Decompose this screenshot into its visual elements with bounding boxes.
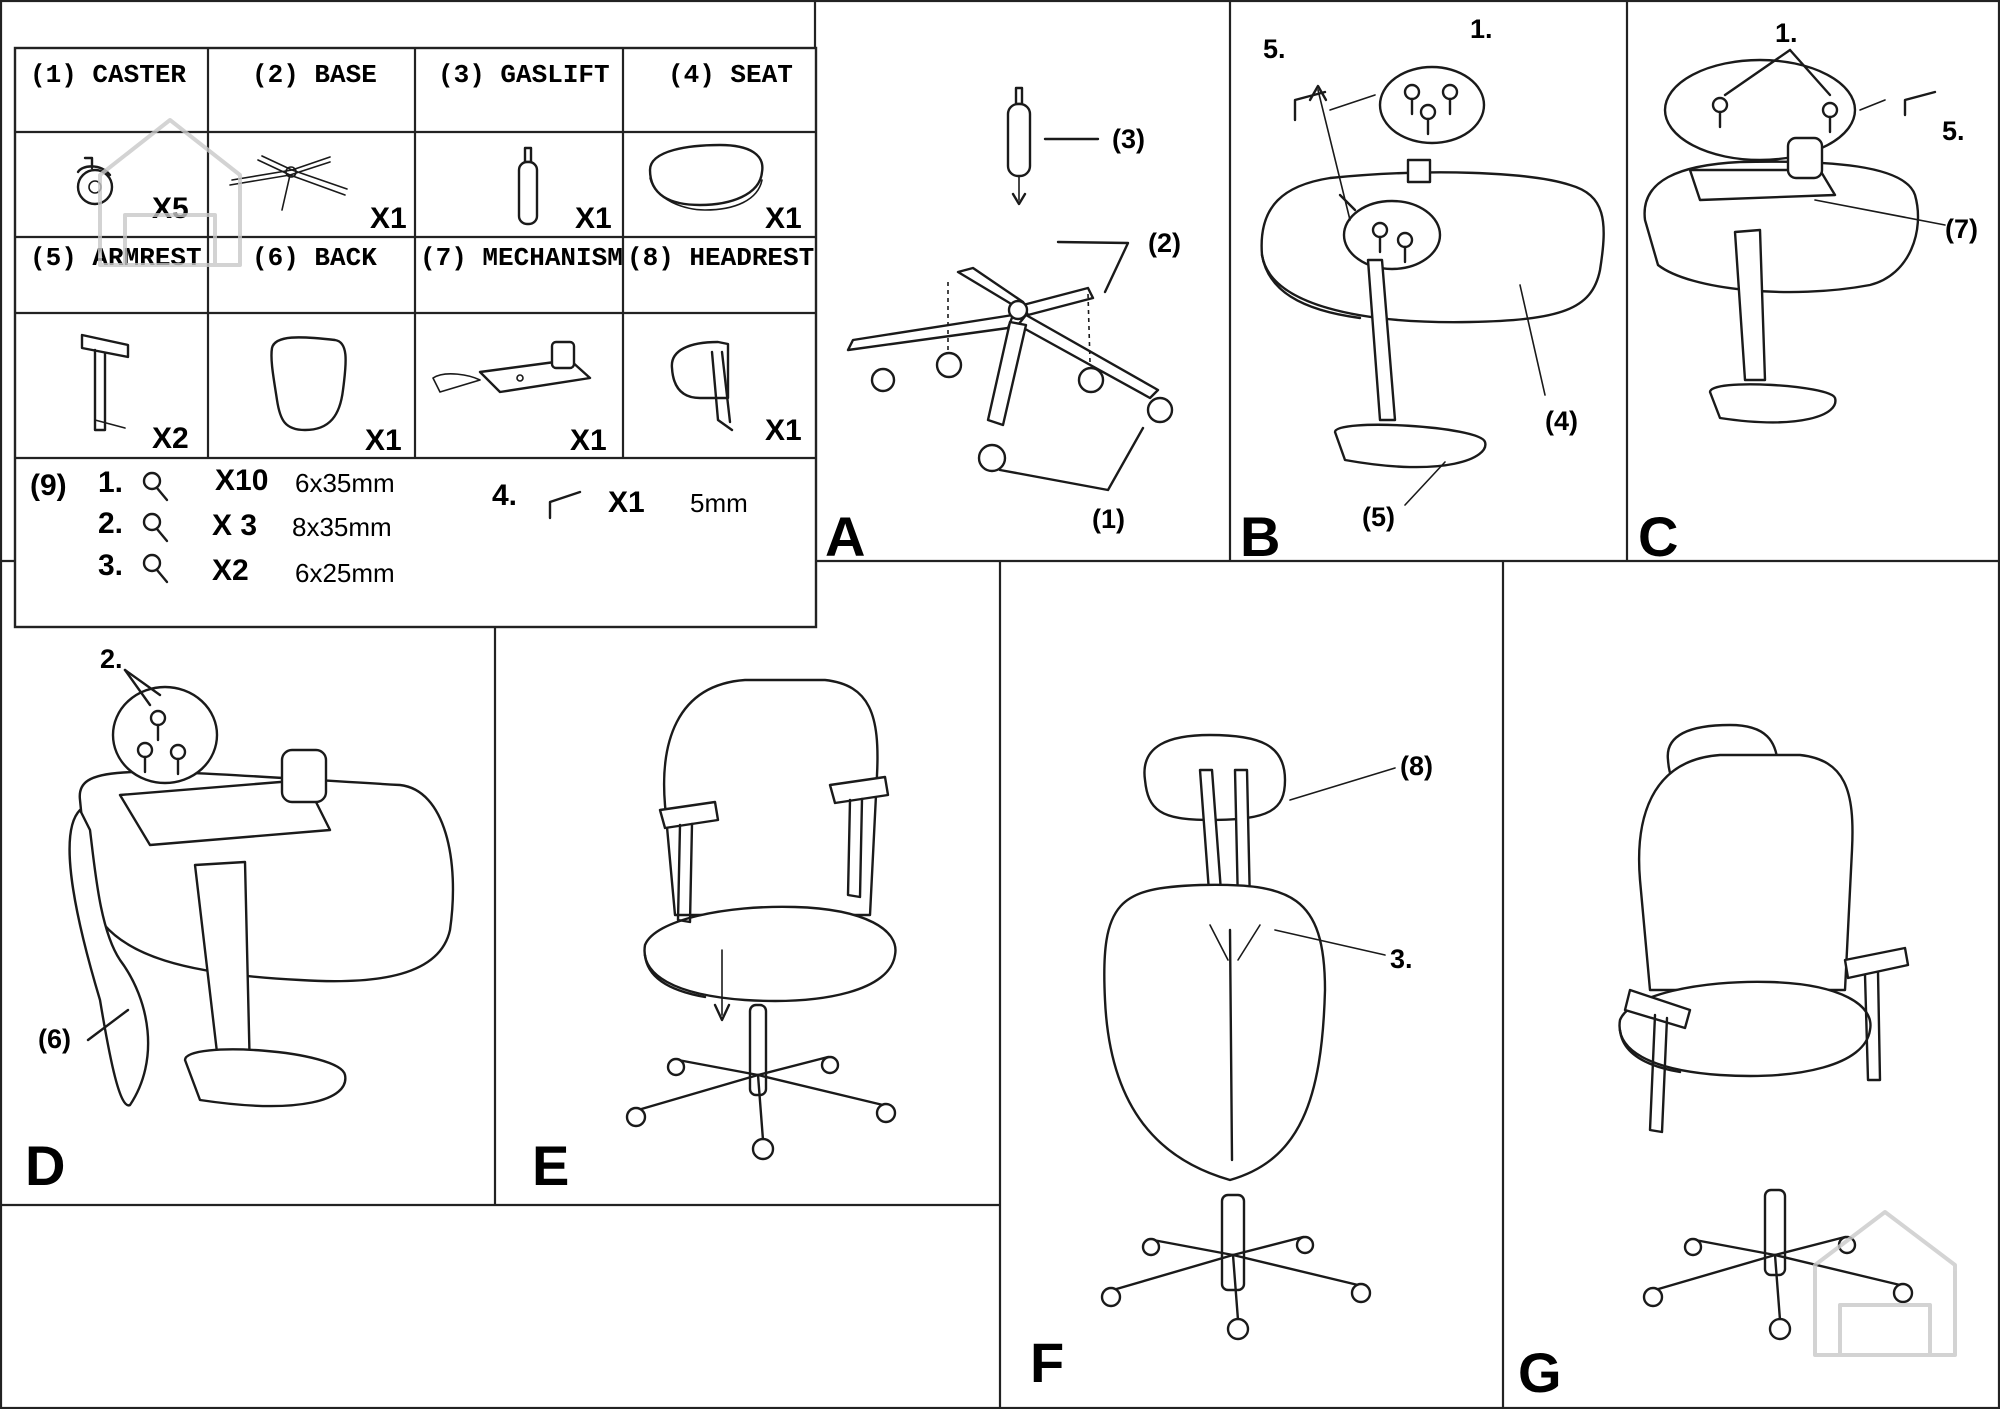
hardware-tool-qty: X1 bbox=[608, 486, 645, 519]
hardware-item-3-num: 3. bbox=[98, 549, 123, 582]
step-c-label: C bbox=[1638, 505, 1678, 568]
step-f-callout-headrest: (8) bbox=[1400, 751, 1433, 781]
hardware-tool-num: 4. bbox=[492, 479, 517, 512]
qty-base: X1 bbox=[370, 202, 407, 235]
hardware-item-1: 1. X10 6x35mm bbox=[98, 464, 395, 502]
base-icon bbox=[229, 155, 348, 211]
step-f-callout-screw: 3. bbox=[1390, 944, 1413, 974]
hardware-item-3: 3. X2 6x25mm bbox=[98, 549, 395, 588]
screw-icon bbox=[142, 512, 169, 543]
step-b-callout-armrest: (5) bbox=[1362, 502, 1395, 532]
step-b-label: B bbox=[1240, 505, 1280, 568]
step-e-panel: E bbox=[532, 678, 897, 1197]
qty-mechanism: X1 bbox=[570, 424, 607, 457]
step-e-label: E bbox=[532, 1134, 569, 1197]
step-a-callout-caster: (1) bbox=[1092, 504, 1125, 534]
step-d-callout-screw: 2. bbox=[100, 644, 123, 674]
qty-armrest: X2 bbox=[152, 422, 189, 455]
hardware-tool: 4. X1 5mm bbox=[492, 479, 748, 520]
hardware-item-2: 2. X 3 8x35mm bbox=[98, 507, 392, 543]
step-a-panel: (3) (2) (1) A bbox=[825, 86, 1181, 568]
step-b-callout-hexkey: 5. bbox=[1263, 34, 1286, 64]
mechanism-icon bbox=[432, 340, 592, 394]
hardware-label: (9) bbox=[30, 469, 67, 502]
screw-icon bbox=[142, 471, 169, 502]
qty-headrest: X1 bbox=[765, 414, 802, 447]
step-a-label: A bbox=[825, 505, 865, 568]
header-seat: (4) SEAT bbox=[668, 60, 793, 90]
step-c-panel: 1. 5. (7) C bbox=[1638, 18, 1978, 568]
step-c-callout-hexkey: 5. bbox=[1942, 116, 1965, 146]
house-watermark-icon bbox=[1813, 1210, 1957, 1357]
step-d-callout-back: (6) bbox=[38, 1024, 71, 1054]
screw-icon bbox=[142, 553, 169, 584]
step-d-label: D bbox=[25, 1134, 65, 1197]
step-b-panel: 1. 5. (4) (5) B bbox=[1240, 14, 1605, 568]
header-armrest: (5) ARMREST bbox=[30, 243, 202, 273]
parts-table: (1) CASTER (2) BASE (3) GASLIFT (4) SEAT… bbox=[13, 46, 818, 629]
hex-key-icon bbox=[548, 490, 582, 520]
step-a-callout-base: (2) bbox=[1148, 228, 1181, 258]
step-g-label: G bbox=[1518, 1341, 1562, 1404]
header-base: (2) BASE bbox=[252, 60, 377, 90]
hardware-item-3-size: 6x25mm bbox=[295, 558, 395, 588]
step-a-callout-gaslift: (3) bbox=[1112, 124, 1145, 154]
qty-gaslift: X1 bbox=[575, 202, 612, 235]
step-b-callout-screw: 1. bbox=[1470, 14, 1493, 44]
step-f-panel: (8) 3. F bbox=[1030, 733, 1433, 1394]
gaslift-icon bbox=[517, 146, 539, 226]
caster-icon bbox=[76, 156, 114, 206]
hardware-item-1-size: 6x35mm bbox=[295, 468, 395, 498]
step-d-panel: 2. (6) D bbox=[25, 644, 455, 1197]
header-headrest: (8) HEADREST bbox=[627, 243, 814, 273]
back-icon bbox=[270, 336, 347, 432]
header-back: (6) BACK bbox=[252, 243, 377, 273]
header-caster: (1) CASTER bbox=[30, 60, 186, 90]
step-g-panel: G bbox=[1518, 723, 1957, 1404]
qty-back: X1 bbox=[365, 424, 402, 457]
hardware-tool-size: 5mm bbox=[690, 488, 748, 518]
seat-icon bbox=[648, 143, 764, 211]
step-a-base-drawing bbox=[846, 266, 1174, 473]
step-b-callout-seat: (4) bbox=[1545, 406, 1578, 436]
armrest-icon bbox=[80, 333, 130, 432]
hardware-item-3-qty: X2 bbox=[212, 554, 249, 587]
qty-seat: X1 bbox=[765, 202, 802, 235]
qty-caster: X5 bbox=[152, 192, 189, 225]
hardware-item-2-num: 2. bbox=[98, 507, 123, 540]
header-mechanism: (7) MECHANISM bbox=[420, 243, 623, 273]
hardware-item-2-size: 8x35mm bbox=[292, 512, 392, 542]
house-watermark-icon bbox=[98, 118, 242, 267]
hardware-item-1-num: 1. bbox=[98, 466, 123, 499]
step-f-label: F bbox=[1030, 1331, 1064, 1394]
headrest-icon bbox=[670, 340, 734, 432]
hardware-item-2-qty: X 3 bbox=[212, 509, 257, 542]
hardware-item-1-qty: X10 bbox=[215, 464, 268, 497]
header-gaslift: (3) GASLIFT bbox=[438, 60, 610, 90]
step-c-callout-screw: 1. bbox=[1775, 18, 1798, 48]
step-c-callout-mechanism: (7) bbox=[1945, 214, 1978, 244]
